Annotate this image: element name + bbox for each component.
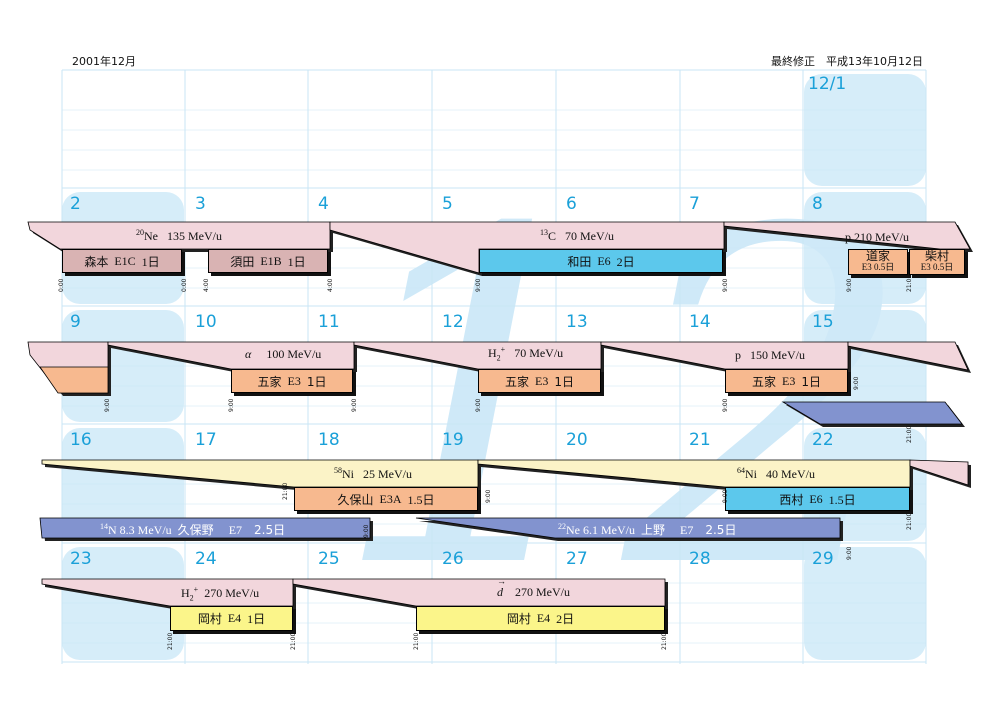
day-number: 2 [70,194,81,214]
day-number: 24 [195,549,217,569]
day-number: 23 [70,549,92,569]
day-number: 19 [442,430,464,450]
revision-date: 最終修正 平成13年10月12日 [771,55,923,68]
day-number: 22 [812,430,834,450]
experiment-nishimura: 西村 E6 1.5日 [725,487,910,511]
time-label: 9:00 [722,398,729,412]
experiment-wada: 和田 E6 2日 [479,249,723,273]
beam-label-ne20: 20Ne 135 MeV/u [136,228,222,243]
time-label: 21:00 [906,512,913,530]
beam-label-ni64: 64Ni 40 MeV/u [737,466,815,481]
day-number: 6 [566,194,577,214]
experiment-goke-2: 五家 E3 1日 [478,369,601,393]
day-number: 29 [812,549,834,569]
day-number: 20 [566,430,588,450]
day-number: 16 [70,430,92,450]
time-label: 21:00 [167,632,174,650]
time-label: 9:00 [722,278,729,292]
weekend-cell [62,428,184,541]
beam-wedge-fill [39,366,109,394]
time-label: 21:00 [906,274,913,292]
day-number: 13 [566,312,588,332]
day-number: 18 [318,430,340,450]
day-number: 17 [195,430,217,450]
time-label: 9:00 [228,398,235,412]
time-label: 9:00 [475,278,482,292]
time-label: 21:00 [906,425,913,443]
beam-label-p150: p 150 MeV/u [735,348,805,362]
time-label: 9:00 [363,524,370,538]
day-number: 21 [689,430,711,450]
beam-label-h2-270: H2+ 270 MeV/u [181,585,260,603]
experiment-suda: 須田 E1B 1日 [208,249,328,273]
beam-wedge [909,459,969,486]
time-label: 9:00 [853,376,860,390]
time-label: 9:00 [485,489,492,503]
day-number: 4 [318,194,329,214]
experiment-goke-3: 五家 E3 1日 [725,369,848,393]
day-number: 14 [689,312,711,332]
day-number: 8 [812,194,823,214]
weekend-cell [62,547,184,660]
day-number: 25 [318,549,340,569]
month-title: 2001年12月 [72,55,136,68]
beam-label-n14: 14N 8.3 MeV/u 久保野 E7 2.5日 [100,522,286,537]
time-label: 0:00 [58,278,65,292]
time-label: 9:00 [722,489,729,503]
time-label: 9:00 [351,398,358,412]
day-number: 26 [442,549,464,569]
experiment-goke-1: 五家 E3 1日 [231,369,353,393]
day-number: 7 [689,194,700,214]
beam-label-ni58: 58Ni 25 MeV/u [334,466,412,481]
time-label: 21:00 [413,632,420,650]
beam-label-c13: 13C 70 MeV/u [540,228,615,243]
experiment-kubouyama: 久保山 E3A 1.5日 [294,487,478,511]
time-label: 9:00 [104,398,111,412]
beam-band [781,401,963,425]
beam-label-alpha: α 100 MeV/u [245,347,322,361]
day-number: 12 [442,312,464,332]
beam-wedge [27,221,331,250]
beam-label-p210: p 210 MeV/u [845,230,909,244]
day-number: 3 [195,194,206,214]
experiment-okamura-1: 岡村 E4 1日 [170,606,293,631]
beam-label-h2-70: H2+ 70 MeV/u [488,345,564,363]
day-number: 27 [566,549,588,569]
beam-label-d270: →d 270 MeV/u [497,576,570,599]
time-label: 9:00 [846,546,853,560]
day-number: 28 [689,549,711,569]
experiment-morimoto: 森本 E1C 1日 [62,249,182,273]
weekend-cell [804,547,926,660]
beam-band [415,517,841,539]
day-number: 12/1 [808,74,847,94]
time-label: 21:00 [290,632,297,650]
beam-label-ne22: 22Ne 6.1 MeV/u 上野 E7 2.5日 [558,522,737,537]
beam-band [39,517,371,539]
day-number: 5 [442,194,453,214]
day-number: 9 [70,312,81,332]
time-label: 21:00 [661,632,668,650]
day-number: 11 [318,312,340,332]
time-label: 4:00 [327,278,334,292]
day-number: 10 [195,312,217,332]
time-label: 9:00 [846,278,853,292]
time-label: 9:00 [475,398,482,412]
beam-wedge [847,341,969,371]
time-label: 0:00 [181,278,188,292]
time-label: 21:00 [282,482,289,500]
time-label: 4:00 [203,278,210,292]
experiment-okamura-2: 岡村 E4 2日 [416,606,665,631]
day-number: 15 [812,312,834,332]
